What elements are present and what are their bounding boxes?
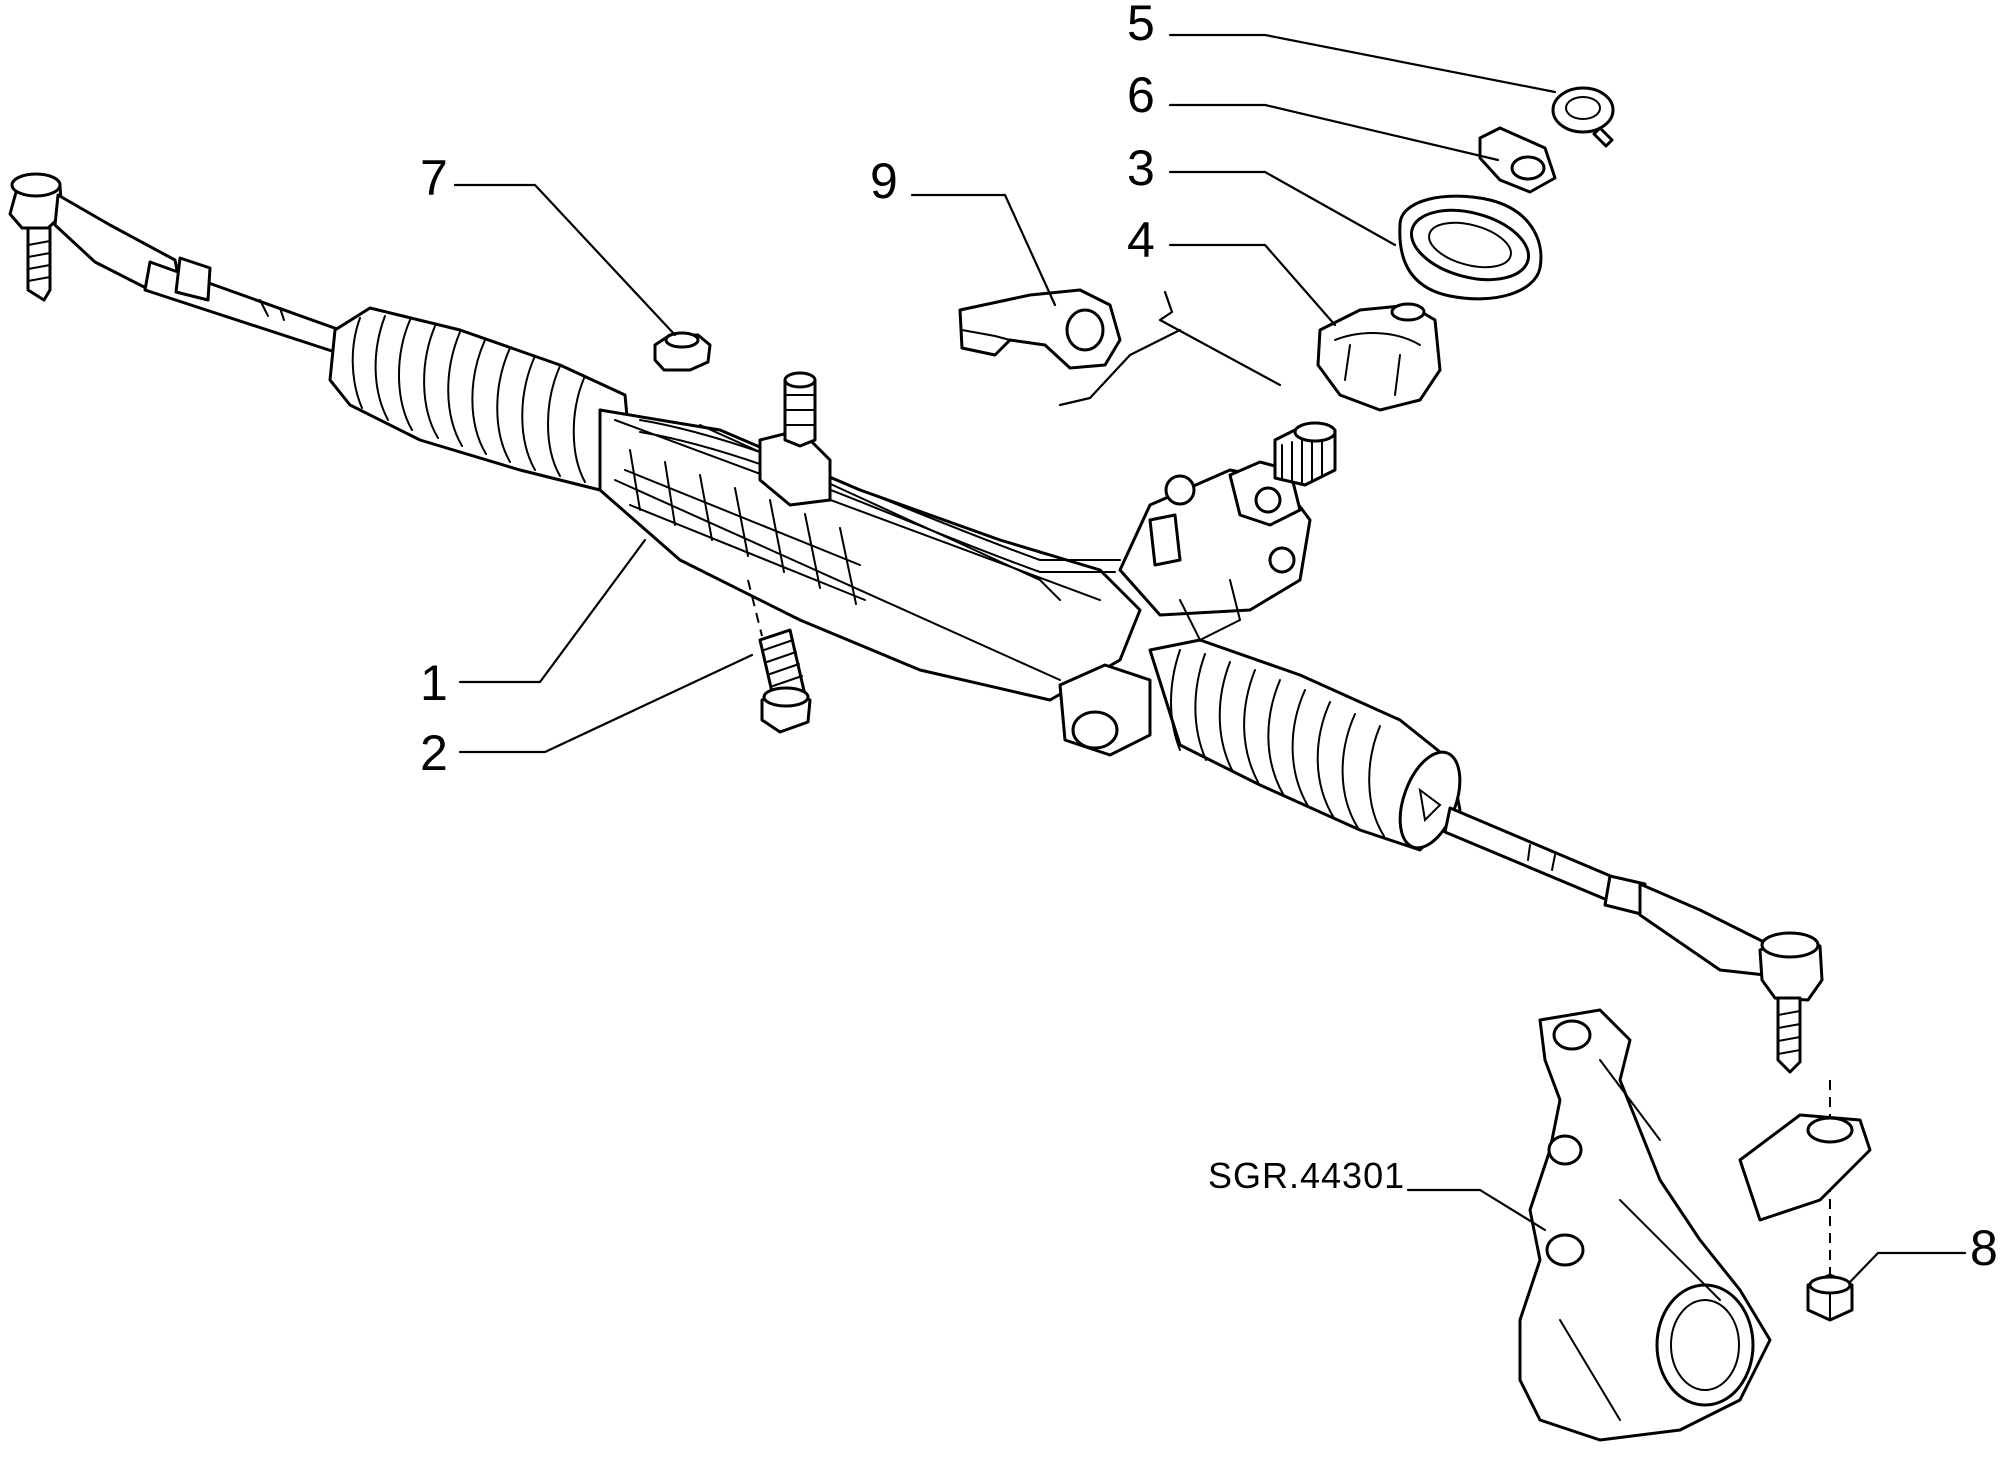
- steering-knuckle: [1518, 1008, 1872, 1442]
- callout-5: 5: [1127, 0, 1155, 51]
- part-8-nut: [1806, 1273, 1854, 1322]
- bolt-axis-line: [747, 579, 763, 637]
- leader-2: [458, 653, 754, 754]
- callout-1: 1: [420, 655, 448, 711]
- part-7-flange-nut: [653, 331, 712, 372]
- mounting-bracket: [758, 371, 832, 507]
- left-bellows-boot: [328, 306, 634, 492]
- callout-7: 7: [420, 150, 448, 206]
- part-2-bolt: [758, 628, 812, 734]
- callout-3: 3: [1127, 140, 1155, 196]
- drawing-code-label: SGR.44301: [1208, 1155, 1405, 1196]
- leader-3: [1168, 170, 1397, 247]
- leader-5: [1168, 33, 1557, 94]
- part-3-seal-ring: [1398, 194, 1543, 301]
- leader-lines: [453, 33, 1967, 1284]
- leader-6: [1168, 103, 1500, 162]
- leader-code: [1406, 1188, 1547, 1232]
- part-9-clip: [958, 288, 1122, 370]
- part-5-retaining-ring: [1551, 86, 1615, 148]
- callout-6: 6: [1127, 67, 1155, 123]
- leader-7: [453, 183, 677, 337]
- right-tie-rod-end: [1758, 931, 1824, 1074]
- leader-9: [910, 193, 1057, 307]
- callout-9: 9: [870, 153, 898, 209]
- callout-4: 4: [1127, 212, 1155, 268]
- item-9-group-bracket: [1058, 290, 1282, 407]
- pinion-input-shaft: [1273, 421, 1337, 487]
- leader-4: [1168, 243, 1337, 327]
- rack-housing: [598, 408, 1142, 702]
- callout-2: 2: [420, 725, 448, 781]
- right-bellows-boot: [1148, 638, 1462, 852]
- leader-1: [458, 538, 647, 684]
- part-4-bearing-cap: [1316, 302, 1442, 412]
- callout-8: 8: [1970, 1220, 1998, 1276]
- part-6-lock-plate: [1478, 126, 1557, 194]
- callout-labels: 1 2 3 4 5 6 7 8 9 SGR.44301: [420, 0, 1998, 1276]
- leader-8: [1848, 1251, 1967, 1284]
- rack-mount-bushing: [1058, 663, 1152, 757]
- right-tie-rod: [1443, 806, 1772, 977]
- pinion-valve-housing: [1118, 460, 1312, 642]
- left-tie-rod: [143, 256, 342, 354]
